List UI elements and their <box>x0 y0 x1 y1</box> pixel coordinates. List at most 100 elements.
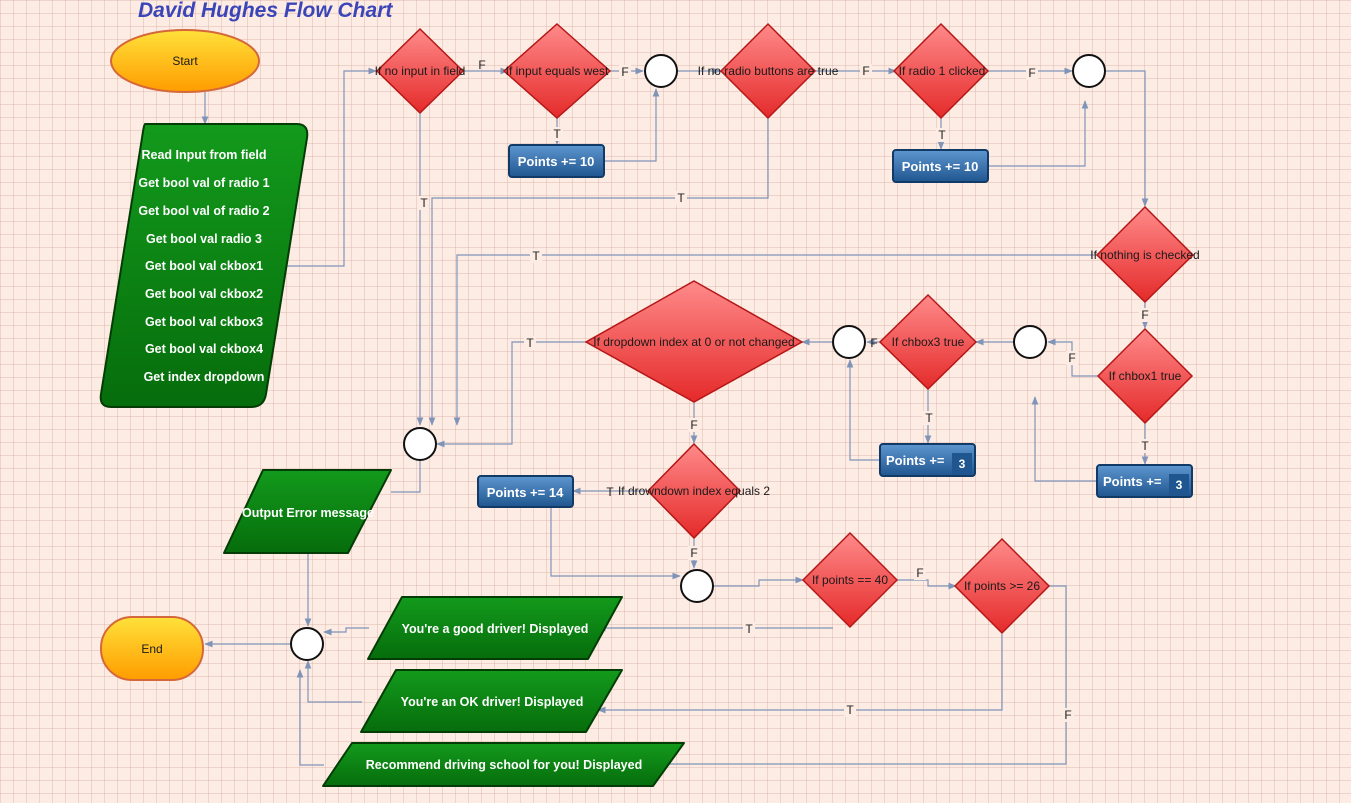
edge-merge2-to-nothing <box>1106 70 1149 207</box>
process-radio1-points[interactable]: Points += 10 <box>892 149 989 183</box>
process-chbox1-points[interactable]: Points += 3 <box>1096 464 1193 498</box>
process-chbox1-points-label: Points += <box>1103 474 1162 489</box>
edge-label-radio-t: T <box>677 191 685 205</box>
edge-chbox1-points-to-merge <box>1031 396 1097 482</box>
edge-label-no-input-t: T <box>420 196 428 210</box>
process-west-points-label: Points += 10 <box>518 154 595 169</box>
edge-label-dropdown-f: F <box>690 418 697 432</box>
edge-west-points-to-merge <box>604 88 660 162</box>
decision-chbox1[interactable]: If chbox1 true <box>1096 327 1194 425</box>
decision-chbox3[interactable]: If chbox3 true <box>878 293 978 391</box>
input-block[interactable]: Read Input from field Get bool val of ra… <box>99 123 309 408</box>
output-good-driver[interactable]: You're a good driver! Displayed <box>367 596 623 660</box>
edge-school-to-final-merge <box>296 669 324 766</box>
edge-dropdown-t <box>436 341 586 448</box>
decision-dropdown-two-label: If drowndown index equals 2 <box>618 484 770 498</box>
edge-label-radio1-t: T <box>938 128 946 142</box>
edge-input-to-no-input <box>287 67 377 267</box>
edge-label-dropdown2-f: F <box>690 546 697 560</box>
decision-dropdown-two[interactable]: If drowndown index equals 2 <box>618 442 770 540</box>
edge-label-radio-f: F <box>862 64 869 78</box>
process-radio1-points-label: Points += 10 <box>902 159 979 174</box>
edge-points26-f <box>651 585 1067 768</box>
edge-radio1-points-to-merge <box>988 100 1089 167</box>
merge-circle-west <box>644 54 678 88</box>
process-dropdown-points-label: Points += 14 <box>487 485 564 500</box>
edge-label-west-f: F <box>621 65 628 79</box>
output-school-label: Recommend driving school for you! Displa… <box>366 758 642 772</box>
merge-connectors <box>290 54 1106 661</box>
edge-label-points26-t: T <box>846 703 854 717</box>
start-terminal[interactable]: Start <box>110 29 260 93</box>
edge-label-chbox1-f: F <box>1068 351 1075 365</box>
decision-dropdown-zero-label: If dropdown index at 0 or not changed <box>593 335 794 349</box>
process-chbox3-points-label: Points += <box>886 453 945 468</box>
edge-label-nothing-t: T <box>532 249 540 263</box>
edge-label-nothing-f: F <box>1141 308 1148 322</box>
edge-label-no-input-f: F <box>478 58 485 72</box>
output-error-label: Output Error message <box>242 506 374 520</box>
edge-ok-to-final-merge <box>304 660 362 703</box>
process-chbox3-value: 3 <box>959 457 966 471</box>
edge-label-west-t: T <box>553 127 561 141</box>
edge-label-points40-f: F <box>916 566 923 580</box>
decision-nothing-checked-label: If nothing is checked <box>1090 248 1199 262</box>
decision-equals-west[interactable]: If input equals west <box>502 22 612 120</box>
decision-no-radio-label: If no radio buttons are true <box>698 64 839 78</box>
input-line-5: Get bool val ckbox1 <box>145 259 263 273</box>
decision-no-input[interactable]: If no input in field <box>375 27 466 115</box>
page-title: David Hughes Flow Chart <box>138 0 393 22</box>
decision-equals-west-label: If input equals west <box>506 64 609 78</box>
connector-lines <box>201 67 1149 768</box>
merge-circle-points <box>680 569 714 603</box>
edge-label-points40-t: T <box>745 622 753 636</box>
merge-circle-radio1 <box>1072 54 1106 88</box>
edge-label-chbox1-t: T <box>1141 439 1149 453</box>
end-terminal[interactable]: End <box>100 616 204 681</box>
decision-nothing-checked[interactable]: If nothing is checked <box>1090 205 1200 304</box>
decision-chbox3-label: If chbox3 true <box>892 335 965 349</box>
decision-points-26[interactable]: If points >= 26 <box>953 537 1051 635</box>
edge-points40-f <box>897 579 957 590</box>
decision-chbox1-label: If chbox1 true <box>1109 369 1182 383</box>
input-line-2: Get bool val of radio 1 <box>138 176 269 190</box>
decision-points-26-label: If points >= 26 <box>964 579 1040 593</box>
process-west-points[interactable]: Points += 10 <box>508 144 605 178</box>
start-label: Start <box>172 54 198 68</box>
process-chbox3-points[interactable]: Points += 3 <box>879 443 976 477</box>
edge-good-to-final-merge <box>323 627 369 636</box>
edge-nothing-t <box>453 254 1097 426</box>
input-line-1: Read Input from field <box>142 148 267 162</box>
input-line-4: Get bool val radio 3 <box>146 232 262 246</box>
end-label: End <box>141 642 162 656</box>
edge-dropdown-points-to-merge <box>550 507 681 580</box>
merge-circle-final <box>290 627 324 661</box>
edge-chbox3-points-to-merge <box>846 359 880 461</box>
output-driving-school[interactable]: Recommend driving school for you! Displa… <box>322 742 685 787</box>
edge-label-chbox3-t: T <box>925 411 933 425</box>
edge-merge5-to-points40 <box>714 576 804 587</box>
decision-points-40-label: If points == 40 <box>812 573 888 587</box>
input-line-7: Get bool val ckbox3 <box>145 315 263 329</box>
input-line-9: Get index dropdown <box>144 370 265 384</box>
decision-radio1[interactable]: If radio 1 clicked <box>892 22 990 120</box>
merge-circle-chbox3 <box>832 325 866 359</box>
edge-label-dropdown-t: T <box>526 336 534 350</box>
output-ok-driver[interactable]: You're an OK driver! Displayed <box>360 669 623 733</box>
decision-no-radio[interactable]: If no radio buttons are true <box>698 22 839 120</box>
process-dropdown-points[interactable]: Points += 14 <box>477 475 574 508</box>
decision-no-input-label: If no input in field <box>375 64 466 78</box>
decision-points-40[interactable]: If points == 40 <box>801 531 899 629</box>
edge-label-chbox3-f: F <box>870 336 877 350</box>
decision-dropdown-zero[interactable]: If dropdown index at 0 or not changed <box>584 280 804 403</box>
input-line-3: Get bool val of radio 2 <box>138 204 269 218</box>
edge-radio-t <box>428 118 769 426</box>
input-line-6: Get bool val ckbox2 <box>145 287 263 301</box>
edge-points26-t <box>597 634 1003 714</box>
edge-label-radio1-f: F <box>1028 66 1035 80</box>
output-error-message[interactable]: Output Error message <box>223 469 392 554</box>
decision-radio1-label: If radio 1 clicked <box>899 64 986 78</box>
edge-merge-error-to-output <box>391 461 421 493</box>
merge-circle-error <box>403 427 437 461</box>
